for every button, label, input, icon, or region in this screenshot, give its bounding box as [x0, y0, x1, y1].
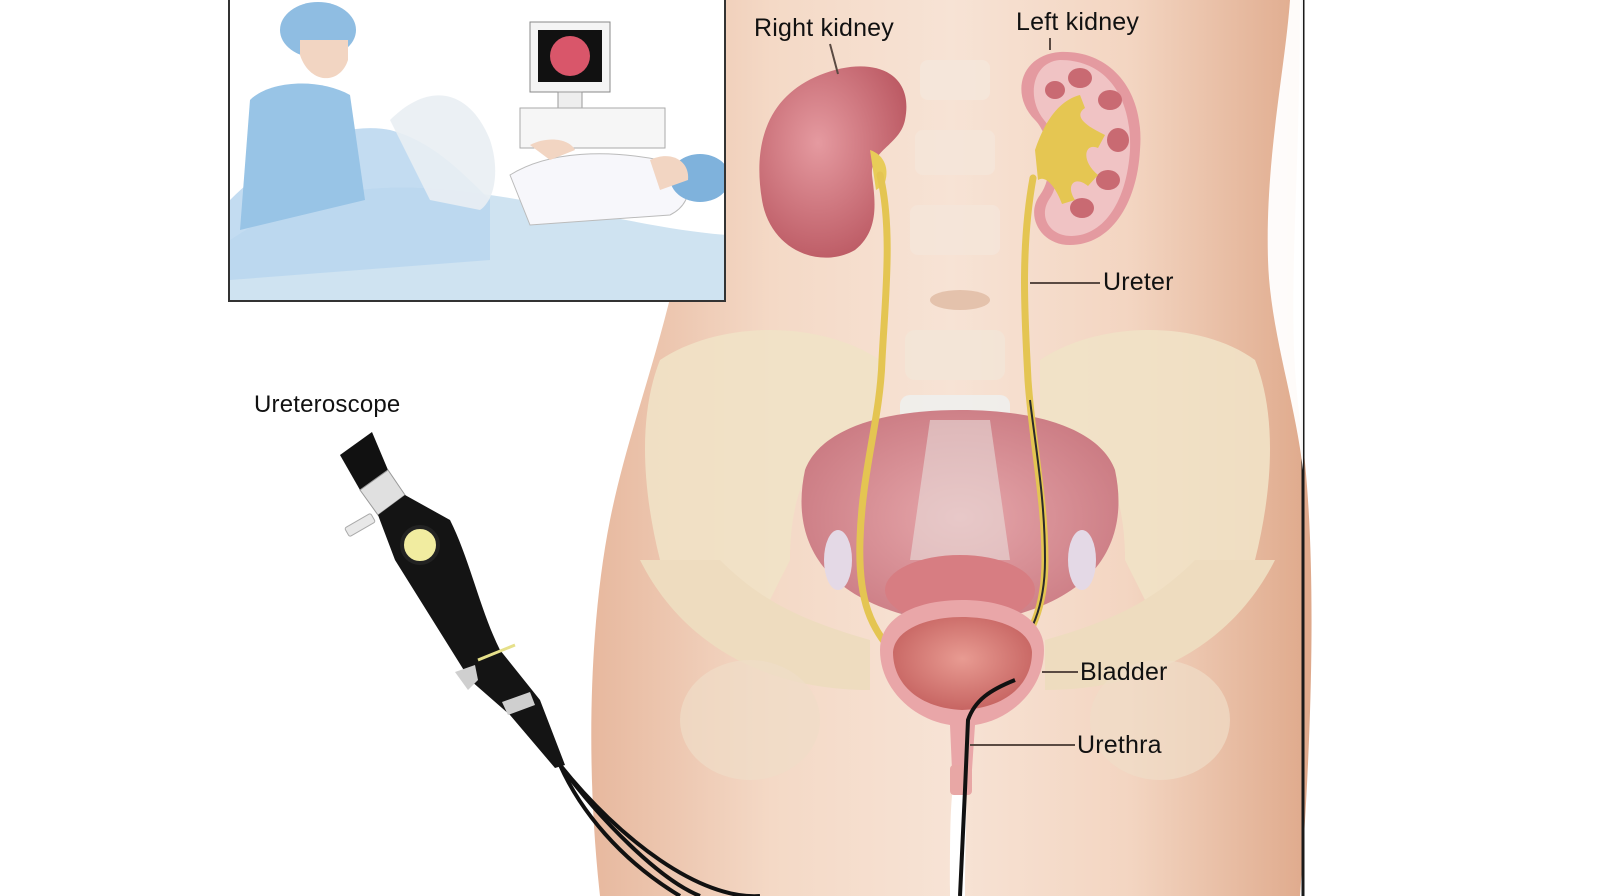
leader-lines — [829, 38, 1100, 746]
label-bladder: Bladder — [1080, 658, 1168, 686]
label-ureteroscope: Ureteroscope — [254, 391, 401, 418]
procedure-scene — [230, 2, 724, 300]
scope-tip-in-bladder — [958, 678, 1016, 896]
label-left-kidney: Left kidney — [1016, 8, 1140, 36]
pelvis-bone — [640, 330, 1275, 780]
endoscope-view — [550, 36, 590, 76]
label-right-kidney: Right kidney — [754, 14, 894, 42]
procedure-inset — [228, 0, 726, 302]
label-urethra: Urethra — [1077, 731, 1162, 759]
label-ureter: Ureter — [1103, 268, 1174, 296]
left-kidney — [1021, 51, 1141, 246]
surgeon-scrubs — [240, 83, 365, 230]
ureteroscope-device — [340, 432, 565, 768]
